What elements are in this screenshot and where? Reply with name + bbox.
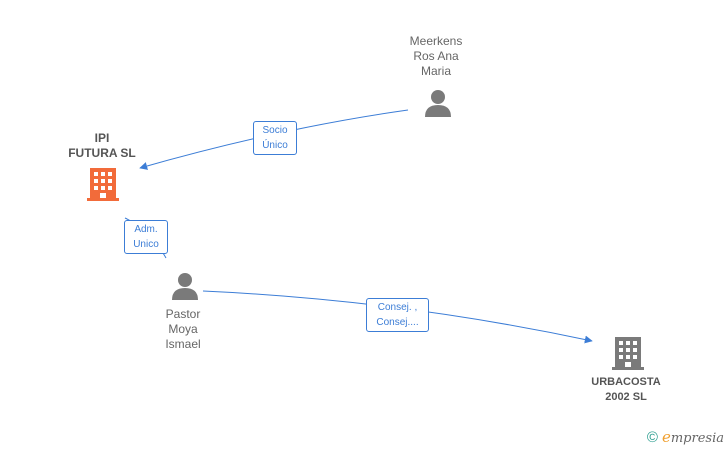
- node-urbacosta-label[interactable]: URBACOSTA 2002 SL: [591, 376, 661, 403]
- node-ipi-label[interactable]: IPI FUTURA SL: [68, 131, 136, 160]
- person-icon[interactable]: [423, 88, 453, 118]
- node-pastor-label[interactable]: Pastor Moya Ismael: [165, 307, 201, 351]
- building-icon[interactable]: [87, 166, 119, 202]
- brand-e: e: [661, 428, 671, 446]
- brand-watermark: © empresia: [647, 428, 724, 446]
- edge-consej-label[interactable]: Consej. , Consej....: [366, 298, 429, 332]
- copyright-icon: ©: [646, 428, 658, 446]
- edge-adm-label[interactable]: Adm. Unico: [124, 220, 168, 254]
- building-icon[interactable]: [612, 335, 644, 371]
- node-meerkens-label[interactable]: Meerkens Ros Ana Maria: [409, 34, 463, 78]
- edge-socio-label[interactable]: Socio Único: [253, 121, 297, 155]
- person-icon[interactable]: [170, 271, 200, 301]
- brand-name: mpresia: [670, 431, 724, 446]
